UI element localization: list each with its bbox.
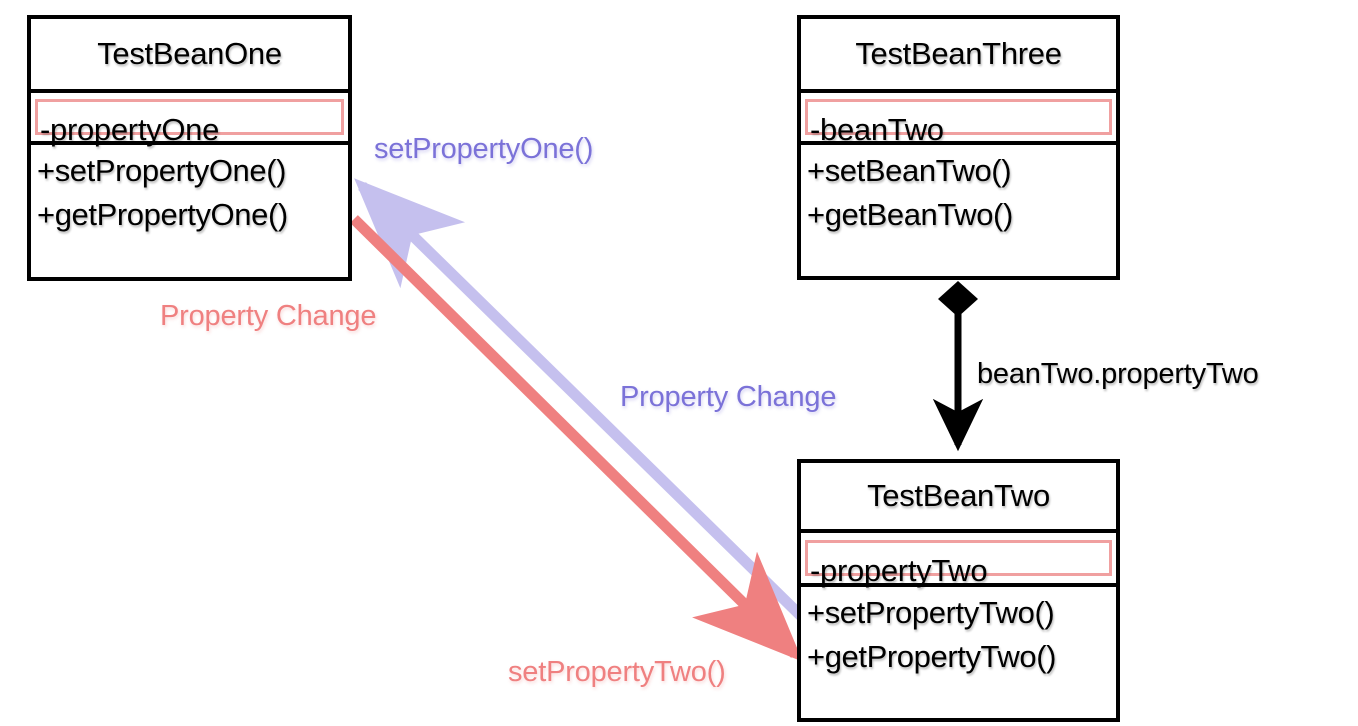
edge-label-set-property-two: setPropertyTwo() (508, 656, 726, 688)
method-get-bean-two: +getBeanTwo() (807, 197, 1013, 233)
attribute-highlight-property-two[interactable]: -propertyTwo (805, 540, 1112, 588)
class-name-test-bean-three: TestBeanThree (855, 36, 1062, 71)
uml-class-test-bean-three[interactable]: TestBeanThree -beanTwo +setBeanTwo() +ge… (797, 15, 1120, 280)
uml-class-test-bean-two[interactable]: TestBeanTwo -propertyTwo +setPropertyTwo… (797, 459, 1120, 722)
attribute-label-property-two: -propertyTwo (810, 553, 988, 588)
class-name-test-bean-one: TestBeanOne (97, 36, 282, 71)
attribute-highlight-bean-two[interactable]: -beanTwo (805, 99, 1112, 147)
attribute-highlight-property-one[interactable]: -propertyOne (35, 99, 344, 147)
method-set-bean-two: +setBeanTwo() (807, 153, 1012, 188)
method-get-property-one: +getPropertyOne() (37, 197, 288, 233)
class-name-test-bean-two: TestBeanTwo (867, 478, 1050, 513)
attributes-compartment-test-bean-three: -beanTwo (801, 89, 1116, 147)
salmon-property-change-connector (350, 215, 803, 662)
method-set-property-two: +setPropertyTwo() (807, 595, 1055, 630)
edge-label-property-change-red: Property Change (160, 300, 377, 332)
attributes-compartment-test-bean-one: -propertyOne (31, 89, 348, 147)
composition-diamond-icon (938, 281, 978, 317)
edge-label-bean-two-property-two: beanTwo.propertyTwo (977, 358, 1259, 390)
edge-label-property-change-purple: Property Change (620, 381, 837, 413)
method-get-property-two: +getPropertyTwo() (807, 639, 1057, 675)
edge-label-set-property-one: setPropertyOne() (374, 133, 594, 165)
method-set-property-one: +setPropertyOne() (37, 153, 287, 188)
methods-compartment-test-bean-three: +setBeanTwo() +getBeanTwo() (801, 141, 1116, 276)
uml-class-test-bean-one[interactable]: TestBeanOne -propertyOne +setPropertyOne… (27, 15, 352, 281)
methods-compartment-test-bean-one: +setPropertyOne() +getPropertyOne() (31, 141, 348, 277)
attributes-compartment-test-bean-two: -propertyTwo (801, 529, 1116, 588)
methods-compartment-test-bean-two: +setPropertyTwo() +getPropertyTwo() (801, 583, 1116, 718)
composition-connector (932, 281, 984, 452)
